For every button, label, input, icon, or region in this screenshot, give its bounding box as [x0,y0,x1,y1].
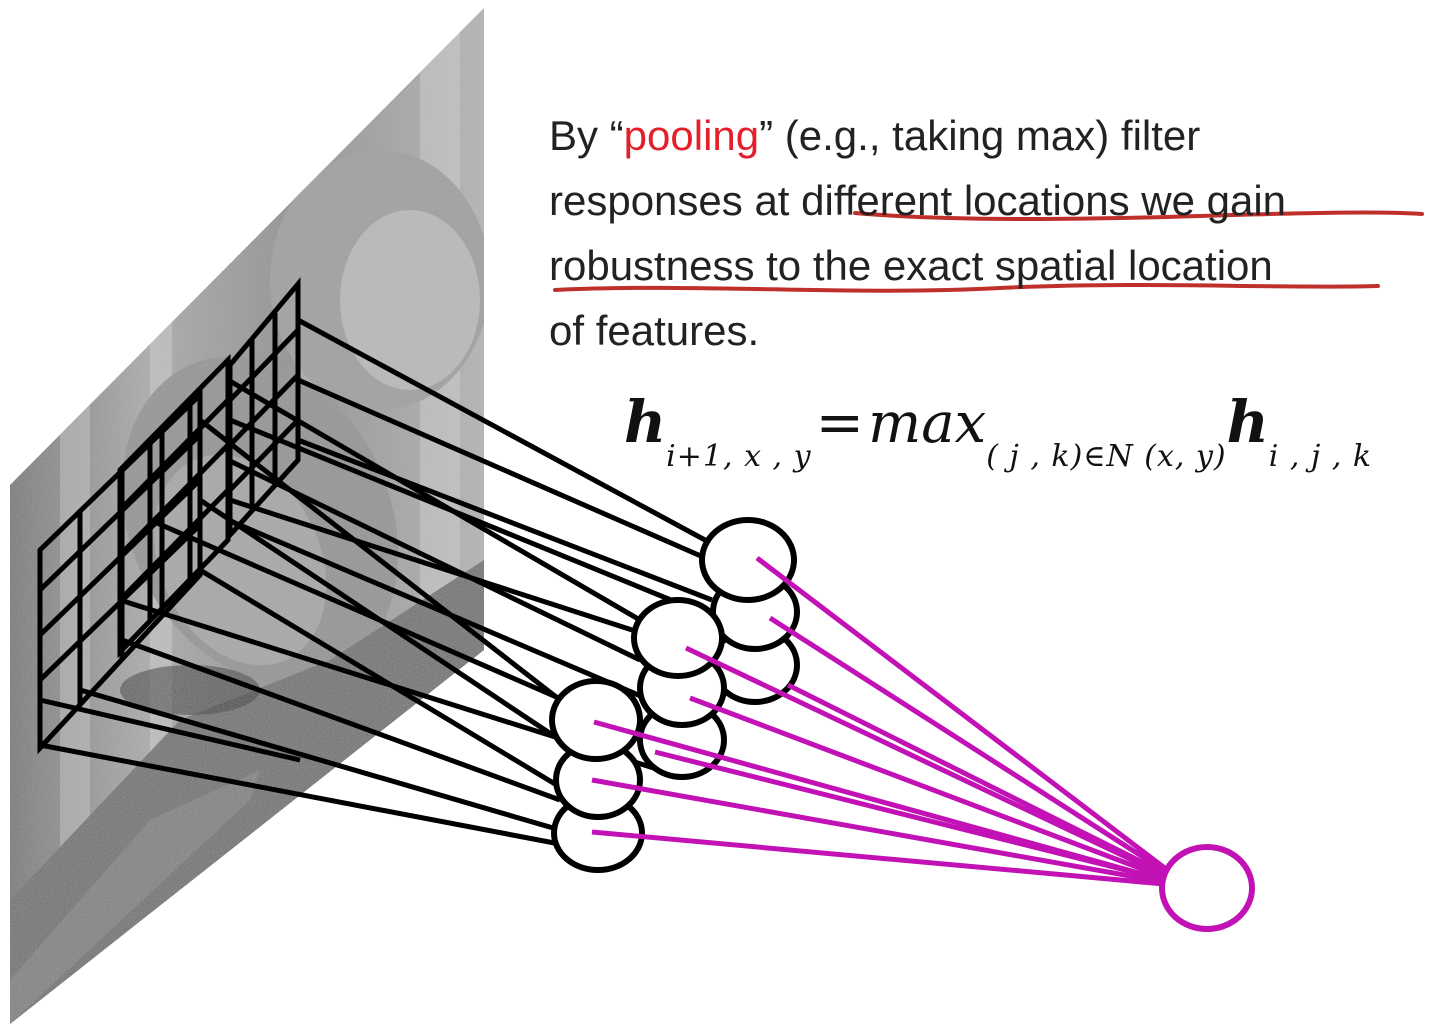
max-pooling-formula: hi+1, x , y=max( j , k)∈N (x, y)hi , j ,… [624,388,1372,474]
formula-rhs-subscript: i , j , k [1268,439,1373,474]
unit-mid-1 [631,597,725,679]
pooled-output-unit [1159,844,1255,932]
neuron-units [549,517,800,873]
formula-equals: = [815,388,865,456]
text-underlines [553,210,1424,293]
caption-underlined-phrase-2: robustness to the exact spatial location [549,242,1273,289]
pooling-connections [591,556,1172,887]
formula-rhs-symbol: h [1226,388,1269,456]
caption-line-2: responses at different locations we gain [549,168,1439,233]
caption-line-1-start: By “ [549,112,624,159]
pooling-highlight: pooling [623,112,760,159]
caption-line-1: By “pooling” (e.g., taking max) filter [549,103,1439,168]
receptive-field-grids [37,277,301,755]
formula-lhs-symbol: h [624,388,667,456]
caption-line-1-end: ” (e.g., taking max) filter [759,112,1201,159]
formula-operator-subscript: ( j , k)∈N (x, y) [986,439,1227,474]
caption-line-4: of features. [549,307,760,354]
unit-back-1 [699,517,797,603]
filter-connections [39,317,726,848]
caption-text: By “pooling” (e.g., taking max) filter r… [549,103,1439,363]
caption-line-2-start: responses at [549,177,802,224]
face-photo-plane [10,8,484,1024]
caption-underlined-phrase-1: different locations we gain [801,177,1287,224]
formula-lhs-subscript: i+1, x , y [666,439,812,474]
formula-operator: max [868,391,987,456]
